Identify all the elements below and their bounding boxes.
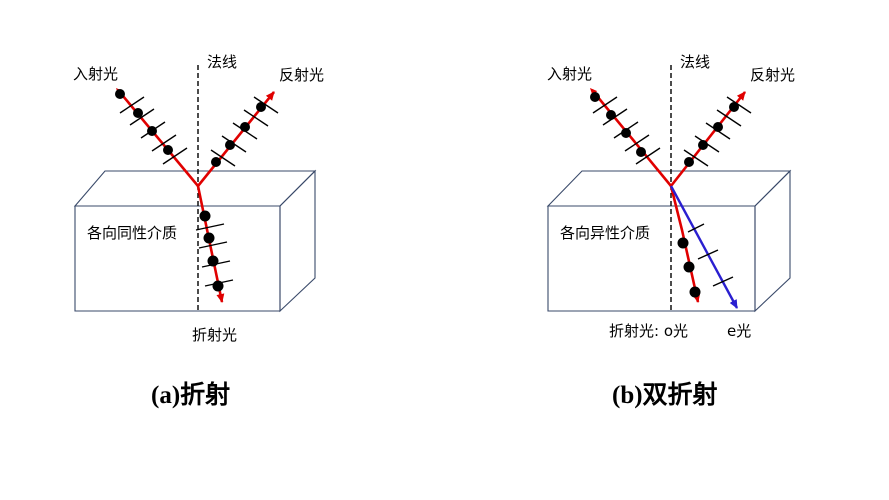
normal-label-a: 法线	[207, 53, 237, 71]
e-ray-polarization-b	[687, 223, 734, 287]
refracted-label-b: 折射光: o光	[609, 322, 688, 340]
caption-a: (a)折射	[151, 381, 230, 409]
incident-ray-b	[590, 89, 673, 187]
o-ray-polarization-b	[677, 237, 701, 298]
reflected-polarization-b	[683, 96, 752, 167]
reflected-label-b: 反射光	[750, 66, 795, 84]
panel-b: 入射光 法线 反射光 各向异性介质 折射光: o光 e光 (b)双折射	[546, 53, 795, 409]
refracted-polarization-a	[195, 210, 234, 292]
incident-label-b: 入射光	[547, 65, 592, 83]
reflected-polarization-a	[210, 96, 279, 167]
medium-label-b: 各向异性介质	[560, 224, 650, 242]
reflected-label-a: 反射光	[279, 66, 324, 84]
incident-polarization-a	[115, 89, 188, 165]
medium-box-a	[73, 169, 317, 313]
normal-label-b: 法线	[680, 53, 710, 71]
medium-box-b	[546, 169, 792, 313]
caption-b: (b)双折射	[612, 381, 718, 409]
incident-ray-a	[117, 89, 199, 187]
panel-a: 入射光 法线 反射光 各向同性介质 折射光 (a)折射	[73, 53, 324, 409]
refracted-label-a: 折射光	[192, 326, 237, 344]
incident-label-a: 入射光	[73, 65, 118, 83]
o-ray-b	[669, 185, 701, 303]
e-label-b: e光	[727, 322, 751, 340]
e-ray-b	[669, 185, 739, 309]
incident-polarization-b	[590, 92, 661, 165]
medium-label-a: 各向同性介质	[87, 224, 177, 242]
